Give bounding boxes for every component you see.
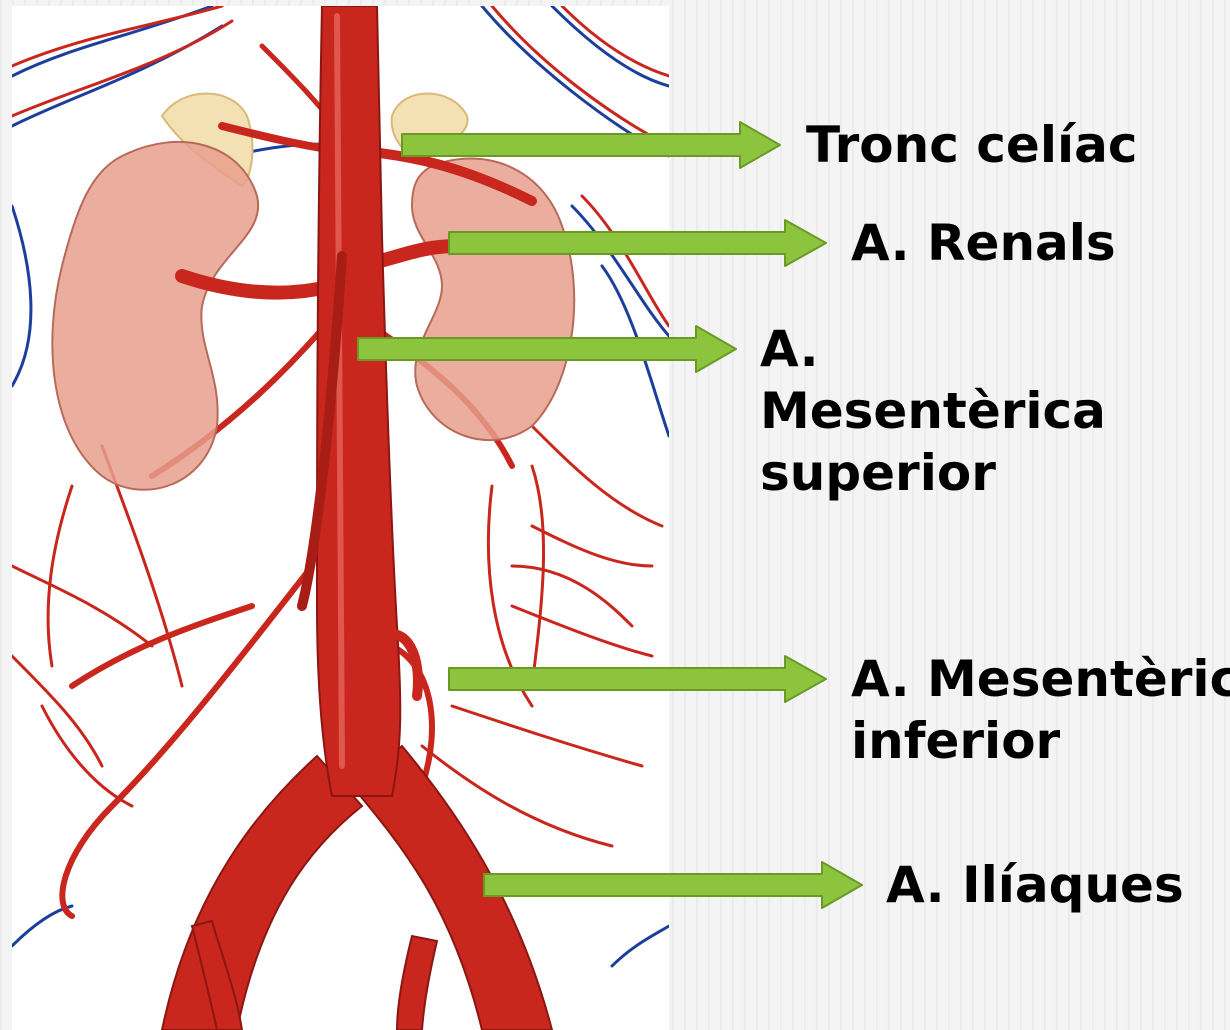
arrow-renals [449,220,826,266]
label-line: A. Renals [851,212,1116,274]
label-tronc-celiac: Tronc celíac [806,114,1137,176]
label-line: A. Ilíaques [886,854,1184,916]
label-line: superior [760,442,1106,504]
label-line: Mesentèrica [760,380,1106,442]
arrow-mesenterica-superior [358,326,736,372]
arrow-mesenterica-inferior [449,656,826,702]
label-line: A. Mesentèrica [851,648,1230,710]
arrow-tronc-celiac [402,122,780,168]
label-renals: A. Renals [851,212,1116,274]
label-line: Tronc celíac [806,114,1137,176]
arrow-iliaques [484,862,862,908]
label-line: A. [760,318,1106,380]
label-mesenterica-inferior: A. Mesentèrica inferior [851,648,1230,772]
label-line: inferior [851,710,1230,772]
label-iliaques: A. Ilíaques [886,854,1184,916]
label-mesenterica-superior: A. Mesentèrica superior [760,318,1106,504]
